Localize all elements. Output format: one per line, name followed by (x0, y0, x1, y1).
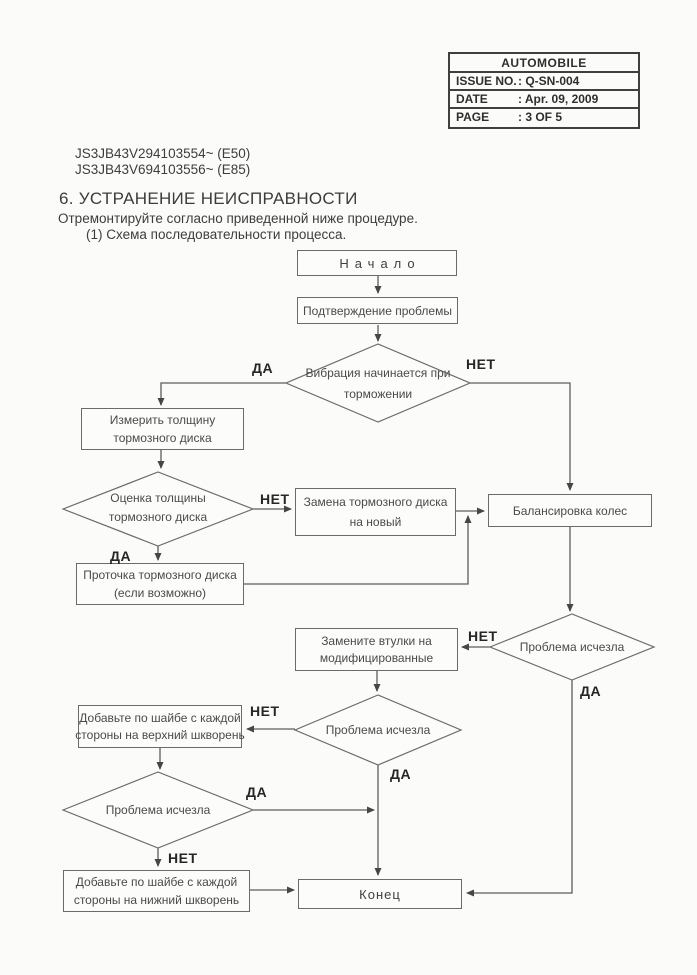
flow-box-label: Замените втулки на (321, 633, 432, 648)
row-value: : 3 OF 5 (518, 110, 563, 124)
branch-label-vibration-no: НЕТ (466, 356, 496, 372)
flow-box-wheel-balance: Балансировка колес (488, 494, 652, 527)
vin-line-1: JS3JB43V294103554~ (E50) (75, 146, 251, 161)
vin-applicability: JS3JB43V294103554~ (E50) JS3JB43V6941035… (75, 146, 250, 178)
row-label: PAGE (456, 110, 490, 124)
table-row-page: PAGE : 3 OF 5 (450, 109, 638, 127)
flow-box-replace-bushings: Замените втулки на модифицированные (295, 628, 458, 671)
decision-vibration-shape (284, 343, 472, 423)
row-label: DATE (456, 92, 488, 106)
flow-box-label: Подтверждение проблемы (303, 303, 452, 318)
connector-regrind-join-balance (244, 515, 472, 585)
branch-label-thickness-yes: ДА (110, 548, 132, 564)
connector-vibration-no-balance (470, 382, 574, 491)
document-header-table: AUTOMOBILE ISSUE NO. : Q-SN-004 DATE : A… (448, 52, 640, 129)
flow-box-label: Проточка тормозного диска (83, 568, 237, 583)
row-label: ISSUE NO. (456, 74, 517, 88)
flow-box-label: Замена тормозного диска (303, 495, 448, 510)
branch-label-problem2-yes: ДА (390, 766, 412, 782)
flow-box-confirm-problem: Подтверждение проблемы (297, 297, 458, 324)
flow-box-label: модифицированные (319, 651, 434, 666)
row-value: : Apr. 09, 2009 (518, 92, 599, 106)
flow-box-start-label: Начало (339, 255, 421, 271)
table-title: AUTOMOBILE (450, 54, 638, 73)
branch-label-thickness-no: НЕТ (260, 491, 290, 507)
flow-box-lower-kingpin-shim: Добавьте по шайбе с каждой стороны на ни… (63, 870, 250, 912)
flow-box-label: стороны на нижний шкворень (73, 892, 240, 907)
branch-label-problem1-yes: ДА (580, 683, 602, 699)
flow-box-label: Добавьте по шайбе с каждой (79, 710, 241, 725)
connector-vibration-yes-measure (157, 382, 286, 406)
flow-box-label: Измерить толщину (109, 413, 216, 428)
section-list-item: (1) Схема последовательности процесса. (86, 227, 347, 242)
flow-box-label: тормозного диска (113, 430, 212, 445)
flow-box-start: Начало (297, 250, 457, 276)
flow-box-label: на новый (349, 514, 402, 529)
decision-thickness-shape (61, 471, 255, 547)
branch-label-problem1-no: НЕТ (468, 628, 498, 644)
flow-box-upper-kingpin-shim: Добавьте по шайбе с каждой стороны на ве… (75, 705, 245, 748)
decision-problem3-shape (61, 771, 255, 849)
branch-label-problem2-no: НЕТ (250, 703, 280, 719)
flow-box-label: стороны на верхний шкворень (75, 728, 245, 743)
branch-label-problem3-yes: ДА (246, 784, 268, 800)
flow-box-regrind-disc: Проточка тормозного диска (если возможно… (76, 563, 244, 605)
flow-box-end-label: Конец (359, 886, 401, 902)
decision-shapes (61, 343, 656, 849)
flow-box-label: (если возможно) (113, 585, 207, 600)
branch-label-problem3-no: НЕТ (168, 850, 198, 866)
table-row-issue-no: ISSUE NO. : Q-SN-004 (450, 73, 638, 91)
flow-box-label: Балансировка колес (512, 503, 628, 518)
connector-problem1-yes-end (466, 680, 573, 897)
flow-box-label: Добавьте по шайбе с каждой (75, 875, 238, 890)
section-heading: 6. УСТРАНЕНИЕ НЕИСПРАВНОСТИ (59, 189, 358, 208)
row-value: : Q-SN-004 (518, 74, 580, 88)
flow-box-replace-disc: Замена тормозного диска на новый (295, 488, 456, 536)
branch-label-vibration-yes: ДА (252, 360, 274, 376)
decision-problem1-shape (488, 613, 656, 681)
flow-box-measure-disc: Измерить толщину тормозного диска (81, 408, 244, 450)
table-row-date: DATE : Apr. 09, 2009 (450, 91, 638, 109)
flow-box-end: Конец (298, 879, 462, 909)
section-instruction: Отремонтируйте согласно приведенной ниже… (58, 211, 418, 226)
decision-problem2-shape (293, 694, 463, 766)
flow-connectors (154, 276, 574, 897)
vin-line-2: JS3JB43V694103556~ (E85) (75, 162, 251, 177)
